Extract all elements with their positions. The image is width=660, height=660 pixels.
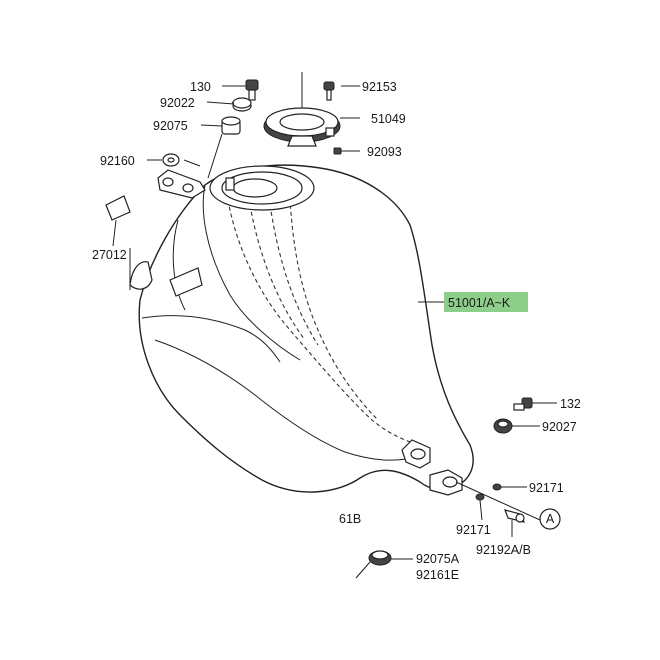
screw-92093-icon: [333, 147, 342, 155]
bolt-130-icon: [245, 79, 259, 101]
label-92022: 92022: [160, 96, 195, 110]
label-61b: 61B: [339, 512, 361, 526]
damper-92075a-icon: [368, 550, 392, 566]
leader-lines: [112, 72, 557, 579]
pin-92192-icon: [504, 509, 526, 523]
label-92075a: 92075A: [416, 552, 460, 566]
label-27012: 27012: [92, 248, 127, 262]
label-92075: 92075: [153, 119, 188, 133]
label-92153: 92153: [362, 80, 397, 94]
fuel-cap-51049-icon: [263, 107, 341, 147]
label-92161e: 92161E: [416, 568, 459, 582]
label-92171-upper: 92171: [529, 481, 564, 495]
washer-92160-icon: [162, 153, 180, 167]
damper-92075-icon: [221, 116, 241, 135]
washer-92022-icon: [232, 97, 252, 112]
clip-92171-upper-icon: [492, 483, 502, 491]
label-92160: 92160: [100, 154, 135, 168]
fuel-tank: [129, 164, 474, 496]
label-92093: 92093: [367, 145, 402, 159]
label-92171-lower: 92171: [456, 523, 491, 537]
label-92192: 92192A/B: [476, 543, 531, 557]
decal-27012-icon: [105, 195, 131, 221]
reference-a-label: A: [546, 512, 555, 526]
bolt-132-icon: [513, 397, 533, 411]
label-130: 130: [190, 80, 211, 94]
label-51049: 51049: [371, 112, 406, 126]
highlight-box: [444, 292, 528, 312]
label-132: 132: [560, 397, 581, 411]
reference-circle-a: A: [539, 508, 561, 530]
clip-92171-lower-icon: [475, 493, 485, 501]
bolt-92153-icon: [323, 81, 335, 101]
bracket-icon: [157, 169, 206, 199]
label-92027: 92027: [542, 420, 577, 434]
damper-92027-icon: [493, 418, 513, 434]
label-51001: 51001/A~K: [448, 296, 511, 310]
